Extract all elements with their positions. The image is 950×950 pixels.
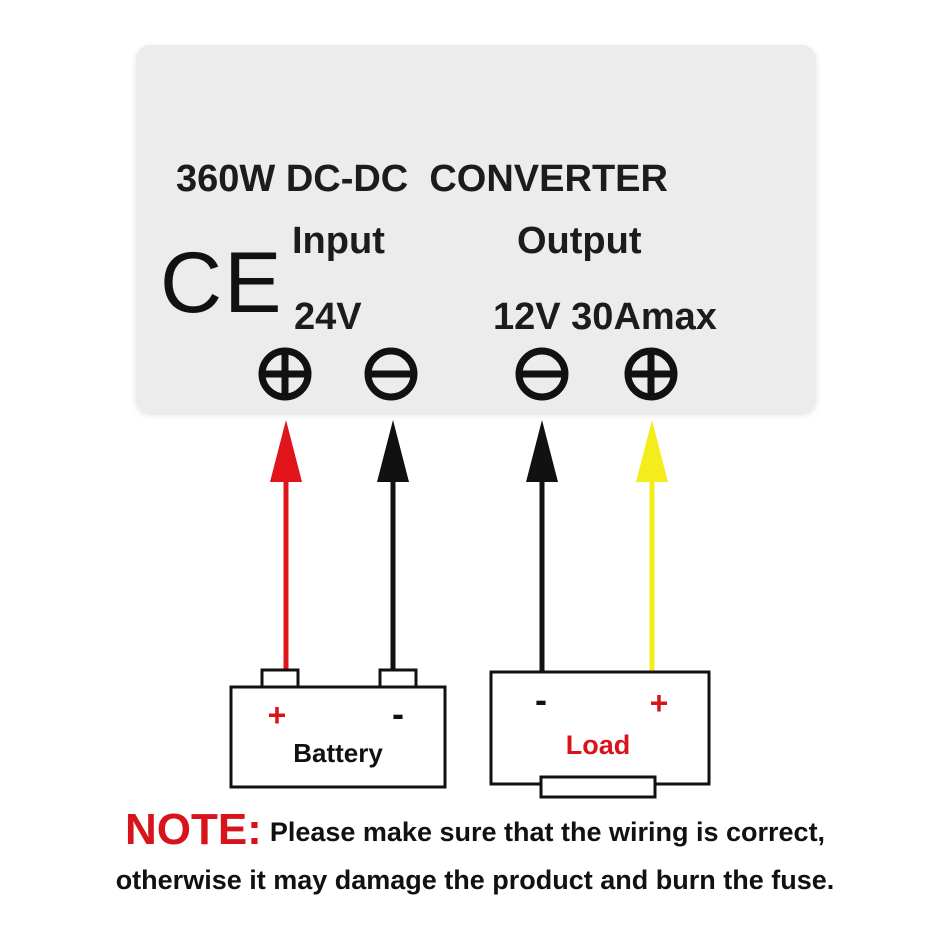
- input-negative-terminal-icon: [364, 347, 418, 401]
- wiring-diagram: 360W DC-DC CONVERTER CE Input Output 24V…: [136, 45, 816, 799]
- battery-label: Battery: [293, 738, 383, 768]
- arrow-up-icon: [270, 420, 302, 482]
- input-voltage: 24V: [294, 296, 362, 338]
- load-plus-sign: +: [650, 685, 669, 721]
- load-negative-wire: [526, 420, 558, 672]
- warning-note: NOTE:Please make sure that the wiring is…: [0, 806, 950, 904]
- note-prefix: NOTE:: [124, 805, 262, 854]
- converter-module: 360W DC-DC CONVERTER CE Input Output 24V…: [136, 45, 816, 413]
- arrow-up-icon: [636, 420, 668, 482]
- arrow-up-icon: [526, 420, 558, 482]
- module-title: 360W DC-DC CONVERTER: [176, 158, 668, 200]
- battery-minus-sign: -: [392, 693, 404, 734]
- output-positive-terminal-icon: [624, 347, 678, 401]
- output-rating: 12V 30Amax: [493, 296, 717, 338]
- load-positive-wire: [636, 420, 668, 672]
- note-line-2: otherwise it may damage the product and …: [0, 856, 950, 904]
- load-base: [539, 775, 657, 799]
- output-label: Output: [517, 220, 642, 262]
- load-label: Load: [566, 730, 631, 760]
- note-text-2: otherwise it may damage the product and …: [115, 865, 835, 895]
- load-minus-sign: -: [535, 679, 547, 720]
- input-positive-terminal-icon: [258, 347, 312, 401]
- battery-plus-sign: +: [268, 697, 287, 733]
- battery-positive-post: [260, 668, 300, 690]
- battery-positive-wire: [270, 420, 302, 672]
- battery: + - Battery: [229, 668, 447, 789]
- module-panel: [136, 45, 816, 413]
- ce-mark: CE: [160, 235, 283, 331]
- load-body: [489, 670, 711, 786]
- battery-body: [229, 685, 447, 789]
- input-label: Input: [292, 220, 385, 262]
- output-negative-terminal-icon: [515, 347, 569, 401]
- load: - + Load: [489, 670, 711, 799]
- note-text-1: Please make sure that the wiring is corr…: [269, 817, 826, 847]
- battery-negative-post: [378, 668, 418, 690]
- battery-negative-wire: [377, 420, 409, 672]
- note-line-1: NOTE:Please make sure that the wiring is…: [0, 806, 950, 856]
- arrow-up-icon: [377, 420, 409, 482]
